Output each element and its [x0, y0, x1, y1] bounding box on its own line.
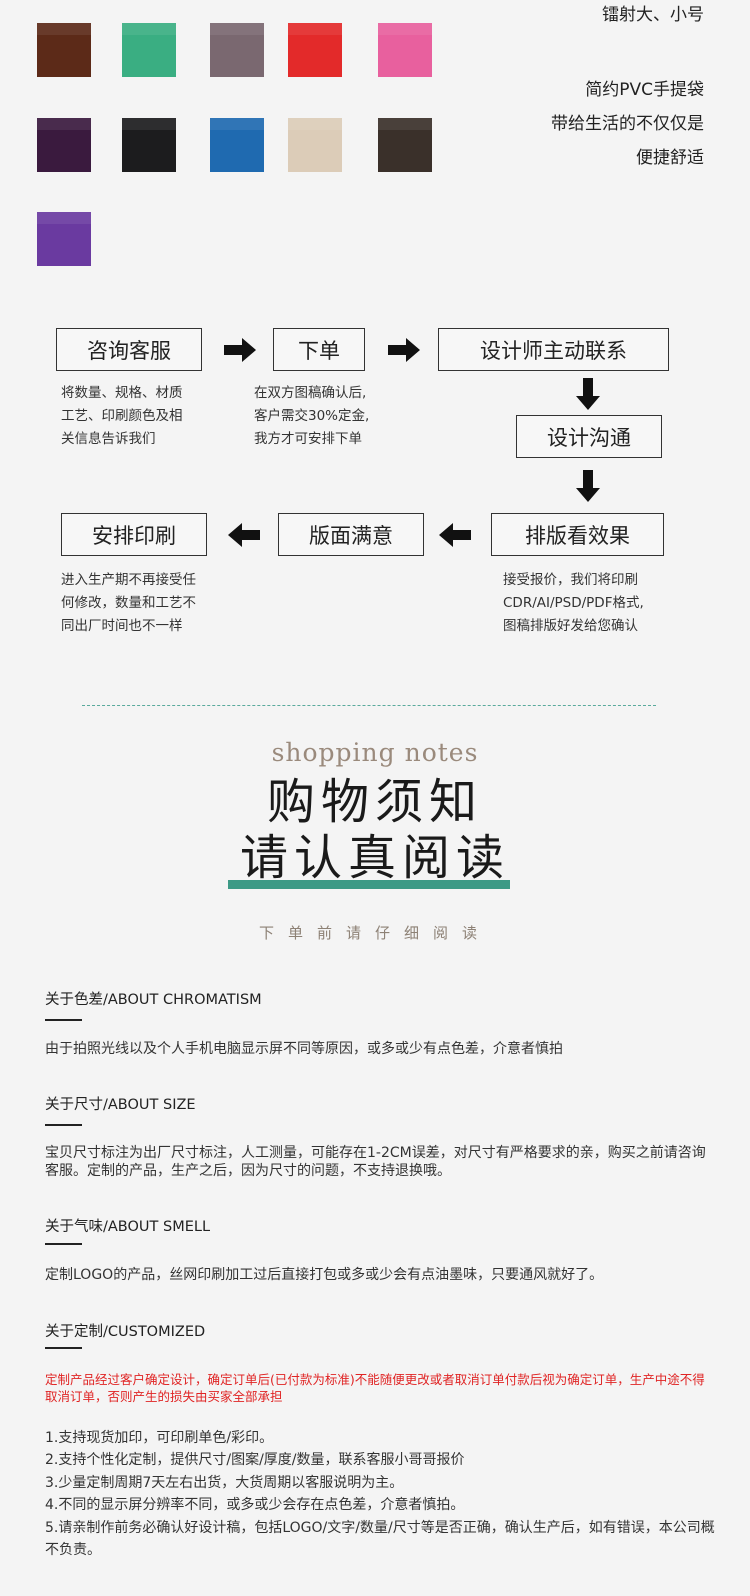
list-item: 4.不同的显示屏分辨率不同，或多或少会存在点色差，介意者慎拍。 [45, 1497, 465, 1514]
title-underline [228, 880, 510, 889]
arrow-left-icon [228, 523, 260, 547]
list-item: 1.支持现货加印，可印刷单色/彩印。 [45, 1430, 274, 1446]
step-order: 下单 [273, 328, 365, 371]
notes-title-line1: 购物须知 [266, 774, 483, 830]
step-arrange-printing: 安排印刷 [61, 513, 207, 556]
section-rule [45, 1347, 82, 1349]
section-rule [45, 1019, 82, 1021]
arrow-right-icon [224, 338, 256, 362]
swatch-brown[interactable] [37, 23, 91, 77]
section-rule [45, 1243, 82, 1245]
step-layout-preview: 排版看效果 [491, 513, 664, 556]
dashed-divider [82, 705, 656, 706]
section-text-chromatism: 由于拍照光线以及个人手机电脑显示屏不同等原因，或多或少有点色差，介意者慎拍 [45, 1041, 563, 1057]
swatch-blue[interactable] [210, 118, 264, 172]
desc-order: 在双方图稿确认后, 客户需交30%定金, 我方才可安排下单 [254, 385, 370, 447]
swatch-dark-brown[interactable] [378, 118, 432, 172]
section-text-smell: 定制LOGO的产品，丝网印刷加工过后直接打包或多或少会有点油墨味，只要通风就好了… [45, 1267, 604, 1283]
swatch-beige[interactable] [288, 118, 342, 172]
desc-print: 进入生产期不再接受任 何修改，数量和工艺不 同出厂时间也不一样 [61, 572, 196, 634]
swatch-black[interactable] [122, 118, 176, 172]
list-item: 2.支持个性化定制，提供尺寸/图案/厚度/数量，联系客服小哥哥报价 [45, 1452, 465, 1469]
swatch-green[interactable] [122, 23, 176, 77]
intro-line-3: 便捷舒适 [636, 148, 704, 168]
section-heading-size: 关于尺寸/ABOUT SIZE [45, 1097, 196, 1113]
intro-line-1: 简约PVC手提袋 [585, 80, 704, 100]
desc-consult: 将数量、规格、材质 工艺、印刷颜色及相 关信息告诉我们 [61, 385, 183, 447]
notes-subtitle: 下单前请仔细阅读 [258, 924, 491, 942]
notes-title-line2: 请认真阅读 [239, 830, 510, 886]
arrow-down-icon [576, 378, 600, 410]
swatch-red[interactable] [288, 23, 342, 77]
section-rule [45, 1124, 82, 1126]
notes-en-title: shopping notes [271, 738, 479, 767]
swatch-dark-purple[interactable] [37, 118, 91, 172]
step-layout-approved: 版面满意 [278, 513, 424, 556]
arrow-right-icon [388, 338, 420, 362]
swatch-pink[interactable] [378, 23, 432, 77]
section-heading-smell: 关于气味/ABOUT SMELL [45, 1219, 211, 1235]
list-item: 3.少量定制周期7天左右出货，大货周期以客服说明为主。 [45, 1474, 404, 1491]
arrow-left-icon [439, 523, 471, 547]
step-designer-contact: 设计师主动联系 [438, 328, 669, 371]
list-item: 5.请亲制作前务必确认好设计稿，包括LOGO/文字/数量/尺寸等是否正确，确认生… [45, 1519, 715, 1559]
notes-list: 1.支持现货加印，可印刷单色/彩印。 2.支持个性化定制，提供尺寸/图案/厚度/… [45, 1427, 715, 1561]
swatch-gray[interactable] [210, 23, 264, 77]
step-consult: 咨询客服 [56, 328, 202, 371]
section-heading-customized: 关于定制/CUSTOMIZED [45, 1324, 206, 1340]
desc-layout: 接受报价，我们将印刷 CDR/AI/PSD/PDF格式, 图稿排版好发给您确认 [503, 572, 644, 634]
arrow-down-icon [576, 470, 600, 502]
section-text-customized: 定制产品经过客户确定设计，确定订单后(已付款为标准)不能随便更改或者取消订单付款… [45, 1372, 705, 1404]
intro-line-top: 镭射大、小号 [602, 5, 704, 25]
section-heading-chromatism: 关于色差/ABOUT CHROMATISM [45, 992, 262, 1008]
step-design-communication: 设计沟通 [516, 415, 662, 458]
intro-line-2: 带给生活的不仅仅是 [551, 114, 704, 134]
swatch-purple[interactable] [37, 212, 91, 266]
section-text-size: 宝贝尺寸标注为出厂尺寸标注，人工测量，可能存在1-2CM误差，对尺寸有严格要求的… [45, 1145, 706, 1179]
